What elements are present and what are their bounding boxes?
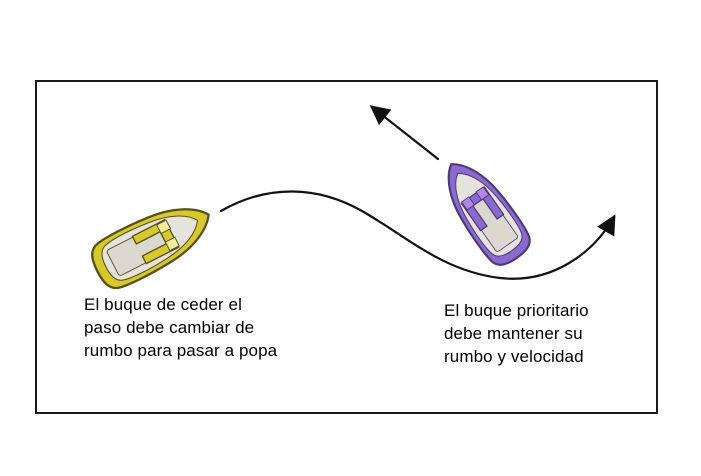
stand-on-caption: El buque prioritario debe mantener su ru… (444, 301, 589, 366)
give-way-caption: El buque de ceder el paso debe cambiar d… (84, 295, 278, 360)
